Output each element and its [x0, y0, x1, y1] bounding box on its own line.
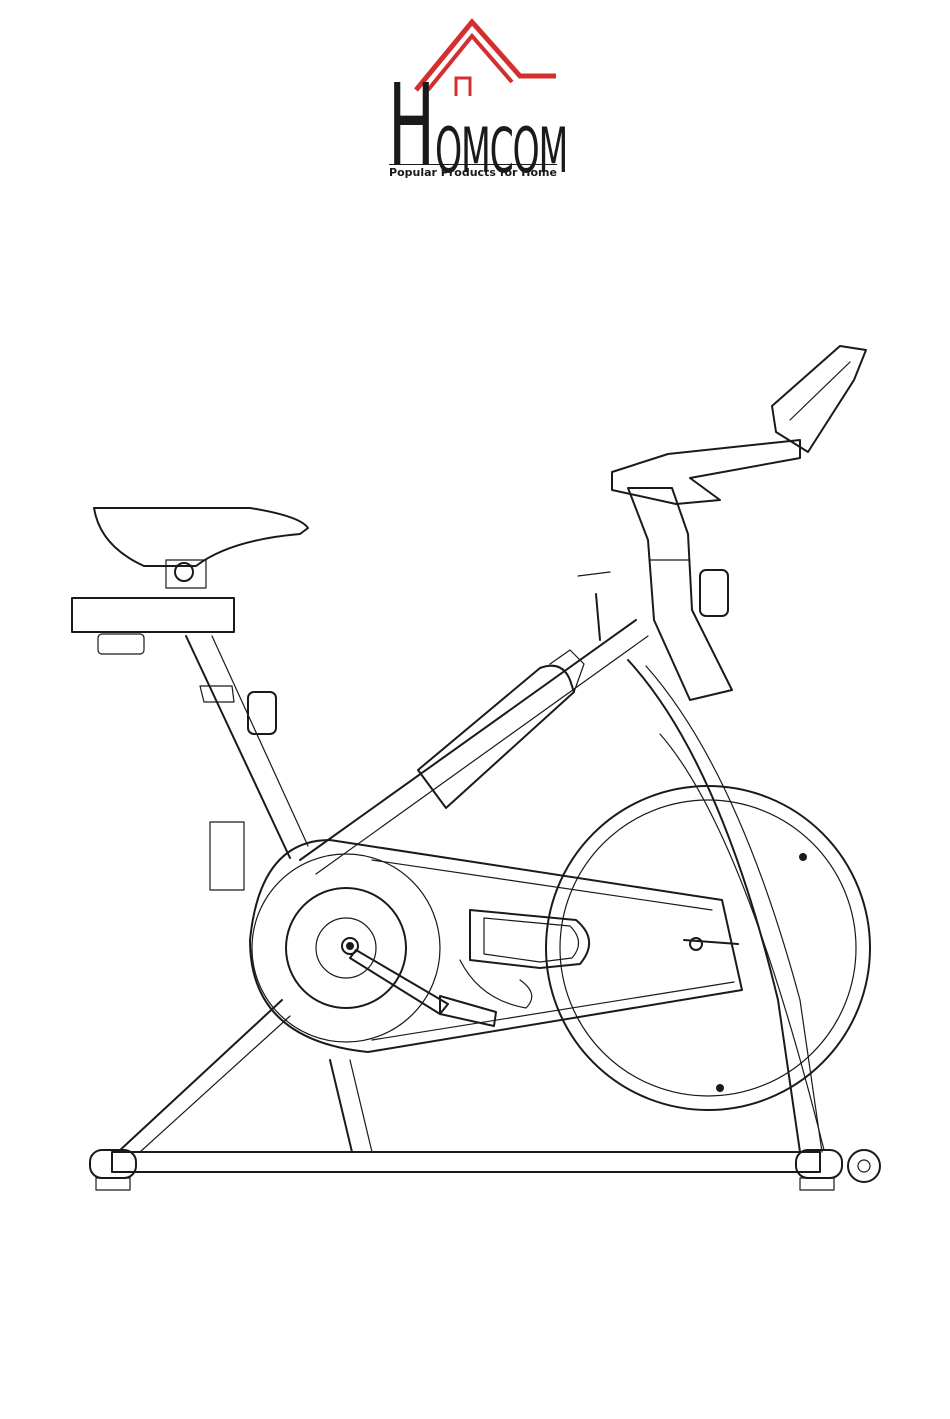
seat-knob	[248, 692, 276, 734]
water-bottle	[418, 666, 574, 808]
rear-leg-1	[118, 1000, 282, 1152]
crank-disc	[286, 888, 406, 1008]
saddle-slider	[72, 598, 234, 632]
flywheel-inner	[560, 800, 856, 1096]
down-tube	[300, 620, 636, 860]
transport-wheel	[848, 1150, 880, 1182]
handlebar-knob	[700, 570, 728, 616]
base-bar	[112, 1152, 820, 1172]
seat-tube	[186, 636, 290, 858]
flywheel-outer	[546, 786, 870, 1110]
brake-rod	[596, 594, 600, 640]
front-fork-1	[628, 660, 800, 1152]
brand-tagline: Popular Products for Home	[389, 164, 557, 179]
rear-leg-2	[330, 1060, 352, 1152]
slider-knob	[98, 634, 144, 654]
handlebar	[612, 440, 800, 504]
bike-drawing	[0, 330, 950, 1210]
exercise-bike-illustration	[0, 330, 950, 1210]
handlebar-post	[628, 488, 732, 700]
console	[772, 346, 866, 452]
brand-logo: HOMCOM Popular Products for Home	[380, 18, 580, 178]
saddle	[94, 508, 308, 566]
